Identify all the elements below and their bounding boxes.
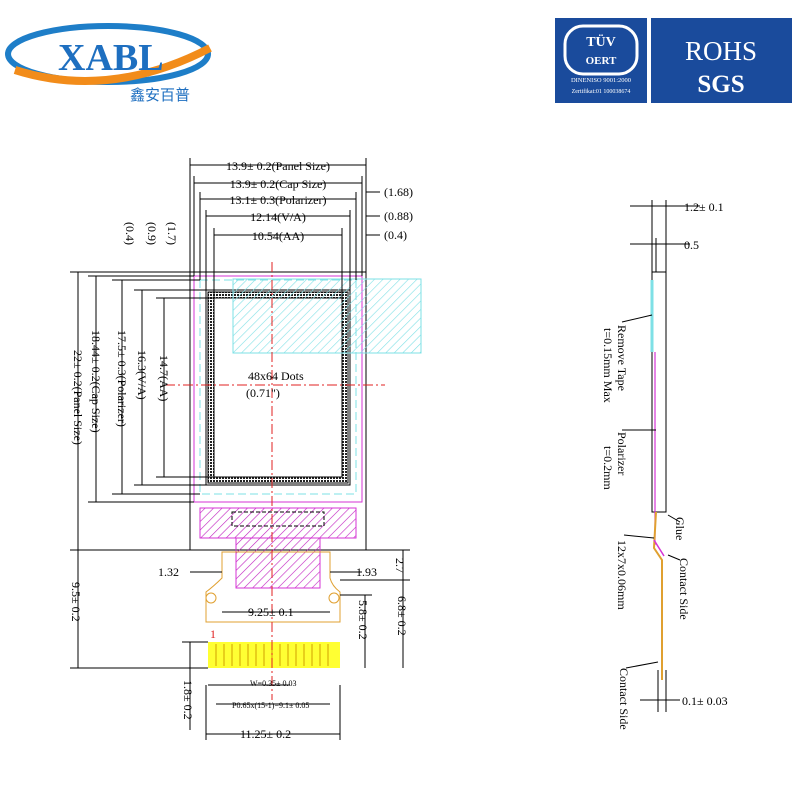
label-d1125: 11.25± 0.2: [240, 727, 291, 741]
oert-text: OERT: [586, 55, 617, 67]
label-polarizer: Polarizer: [615, 432, 629, 475]
top-dimension-lines: [189, 158, 380, 298]
contact-pads: [208, 642, 340, 668]
label-d95: 9.5± 0.2: [69, 582, 83, 622]
label-l04: (0.4): [123, 222, 137, 245]
label-va-width: 12.14(V/A): [250, 210, 306, 224]
label-pad-pitch: P0.65x(15-1)=9.1± 0.05: [232, 701, 309, 710]
rohs-badge: [651, 18, 792, 103]
label-remove-tape: Remove Tape: [615, 325, 629, 391]
side-fpc: [652, 511, 663, 680]
label-pad-width: W=0.35± 0.03: [250, 679, 296, 688]
label-glue: Glue: [673, 517, 687, 540]
label-polarizer-width: 13.1± 0.3(Polarizer): [230, 193, 327, 207]
label-dots: 48x64 Dots: [248, 369, 304, 383]
label-r04: (0.4): [384, 228, 407, 242]
label-pin1: 1: [210, 627, 216, 641]
fpc-bond-region: [199, 507, 357, 539]
label-contact-side-1: Contact Side: [677, 558, 691, 620]
label-va-height: 16.3(V/A): [135, 350, 149, 400]
fpc-hole-left: [205, 592, 217, 604]
label-d193: 1.93: [356, 565, 377, 579]
label-d27: 2.7: [393, 558, 407, 573]
label-l17: (1.7): [165, 222, 179, 245]
side-labels: 1.2± 0.1 0.5 Remove Tape t=0.15mm Max Po…: [601, 200, 728, 730]
label-d58: 5.8± 0.2: [356, 600, 370, 640]
label-aa-width: 10.54(AA): [252, 229, 304, 243]
label-l09: (0.9): [145, 222, 159, 245]
label-polarizer-height: 17.5± 0.3(Polarizer): [115, 330, 129, 427]
label-d18: 1.8± 0.2: [181, 680, 195, 720]
fpc-hole-right: [328, 592, 340, 604]
label-r088: (0.88): [384, 209, 413, 223]
rohs-text: ROHS: [685, 36, 757, 66]
label-d132: 1.32: [158, 565, 179, 579]
xabl-logo: XABL 鑫安百普: [5, 23, 212, 104]
label-r168: (1.68): [384, 185, 413, 199]
label-fpc-size: 12x7x0.06mm: [615, 540, 629, 610]
label-panel-width: 13.9± 0.2(Panel Size): [226, 159, 330, 173]
side-panel-body: [651, 271, 667, 513]
bottom-dimension-lines: [190, 549, 410, 740]
label-panel-height: 22± 0.2(Panel Size): [71, 350, 85, 445]
label-d01: 0.1± 0.03: [682, 694, 728, 708]
zert-text: Zertifikat:01 100038674: [572, 88, 631, 95]
side-view: [621, 200, 700, 712]
certification-badges: TÜV OERT DINENISO 9001:2000 Zertifikat:0…: [555, 18, 792, 103]
front-view: [70, 158, 422, 740]
left-dimension-lines: [70, 271, 214, 730]
logo-swoosh: [13, 44, 212, 85]
din-text: DINENISO 9001:2000: [571, 77, 631, 84]
fpc-outline: [205, 551, 341, 623]
label-d12: 1.2± 0.1: [684, 200, 724, 214]
logo-cn: 鑫安百普: [130, 86, 190, 104]
contact-pad-lines: [215, 644, 329, 666]
label-contact-side-2: Contact Side: [617, 668, 631, 730]
cap-outline: [193, 275, 363, 503]
label-d68: 6.8± 0.2: [395, 596, 409, 636]
label-cap-height: 18.44± 0.2(Cap Size): [89, 330, 103, 433]
front-labels: 13.9± 0.2(Panel Size) 13.9± 0.2(Cap Size…: [69, 159, 413, 741]
remove-tape-region: [232, 278, 422, 354]
label-tape-thickness: t=0.15mm Max: [601, 328, 615, 403]
tuv-badge-frame: [563, 24, 639, 76]
label-diagonal: (0.71"): [246, 386, 280, 400]
fpc-tail: [235, 538, 321, 589]
tuv-text: TÜV: [586, 33, 616, 50]
label-aa-height: 14.7(AA): [157, 355, 171, 401]
sgs-text: SGS: [697, 71, 744, 98]
logo-brand: XABL: [58, 37, 164, 79]
label-polarizer-thickness: t=0.2mm: [601, 446, 615, 490]
label-cap-width: 13.9± 0.2(Cap Size): [230, 177, 327, 191]
fpc-bond-dashed: [231, 511, 325, 527]
label-d925: 9.25± 0.1: [248, 605, 294, 619]
label-d05: 0.5: [684, 238, 699, 252]
